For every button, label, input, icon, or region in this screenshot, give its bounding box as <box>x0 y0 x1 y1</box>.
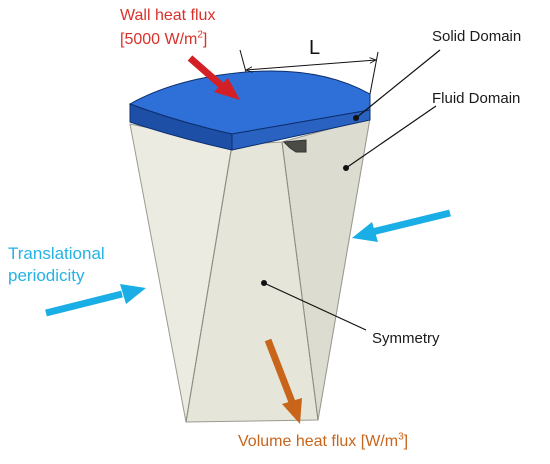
volume-heat-flux-arrow <box>264 338 302 424</box>
wall-heat-flux-value: [5000 W/m2] <box>120 29 208 48</box>
fluid-domain-leader-dot <box>343 165 349 171</box>
translational-periodicity-label-line2: periodicity <box>8 266 85 285</box>
wall-heat-flux-label: Wall heat flux <box>120 7 216 24</box>
dimension-label: L <box>309 37 321 59</box>
dimension-line-L <box>246 60 376 70</box>
volume-heat-flux-label: Volume heat flux [W/m3] <box>238 431 409 450</box>
dimension-extension-right <box>369 51 379 95</box>
solid-domain-label: Solid Domain <box>432 28 522 45</box>
solid-domain-leader-dot <box>353 115 359 121</box>
solid-domain-leader <box>355 49 441 119</box>
rib <box>282 139 307 153</box>
translational-periodicity-label-line1: Translational <box>8 244 105 263</box>
dimension-extension-left <box>239 49 247 73</box>
symmetry-label: Symmetry <box>372 330 440 347</box>
solid-domain-side <box>231 109 371 151</box>
periodicity-arrow-right <box>352 209 451 242</box>
fluid-domain-edge <box>185 144 233 423</box>
fluid-domain-leader <box>345 105 437 169</box>
symmetry-leader <box>263 282 367 331</box>
symmetry-leader-dot <box>261 280 267 286</box>
fluid-domain-edge-back <box>281 141 319 421</box>
periodicity-arrow-left <box>45 284 146 317</box>
fluid-domain-label: Fluid Domain <box>432 90 521 107</box>
wall-heat-flux-arrow <box>187 55 240 100</box>
